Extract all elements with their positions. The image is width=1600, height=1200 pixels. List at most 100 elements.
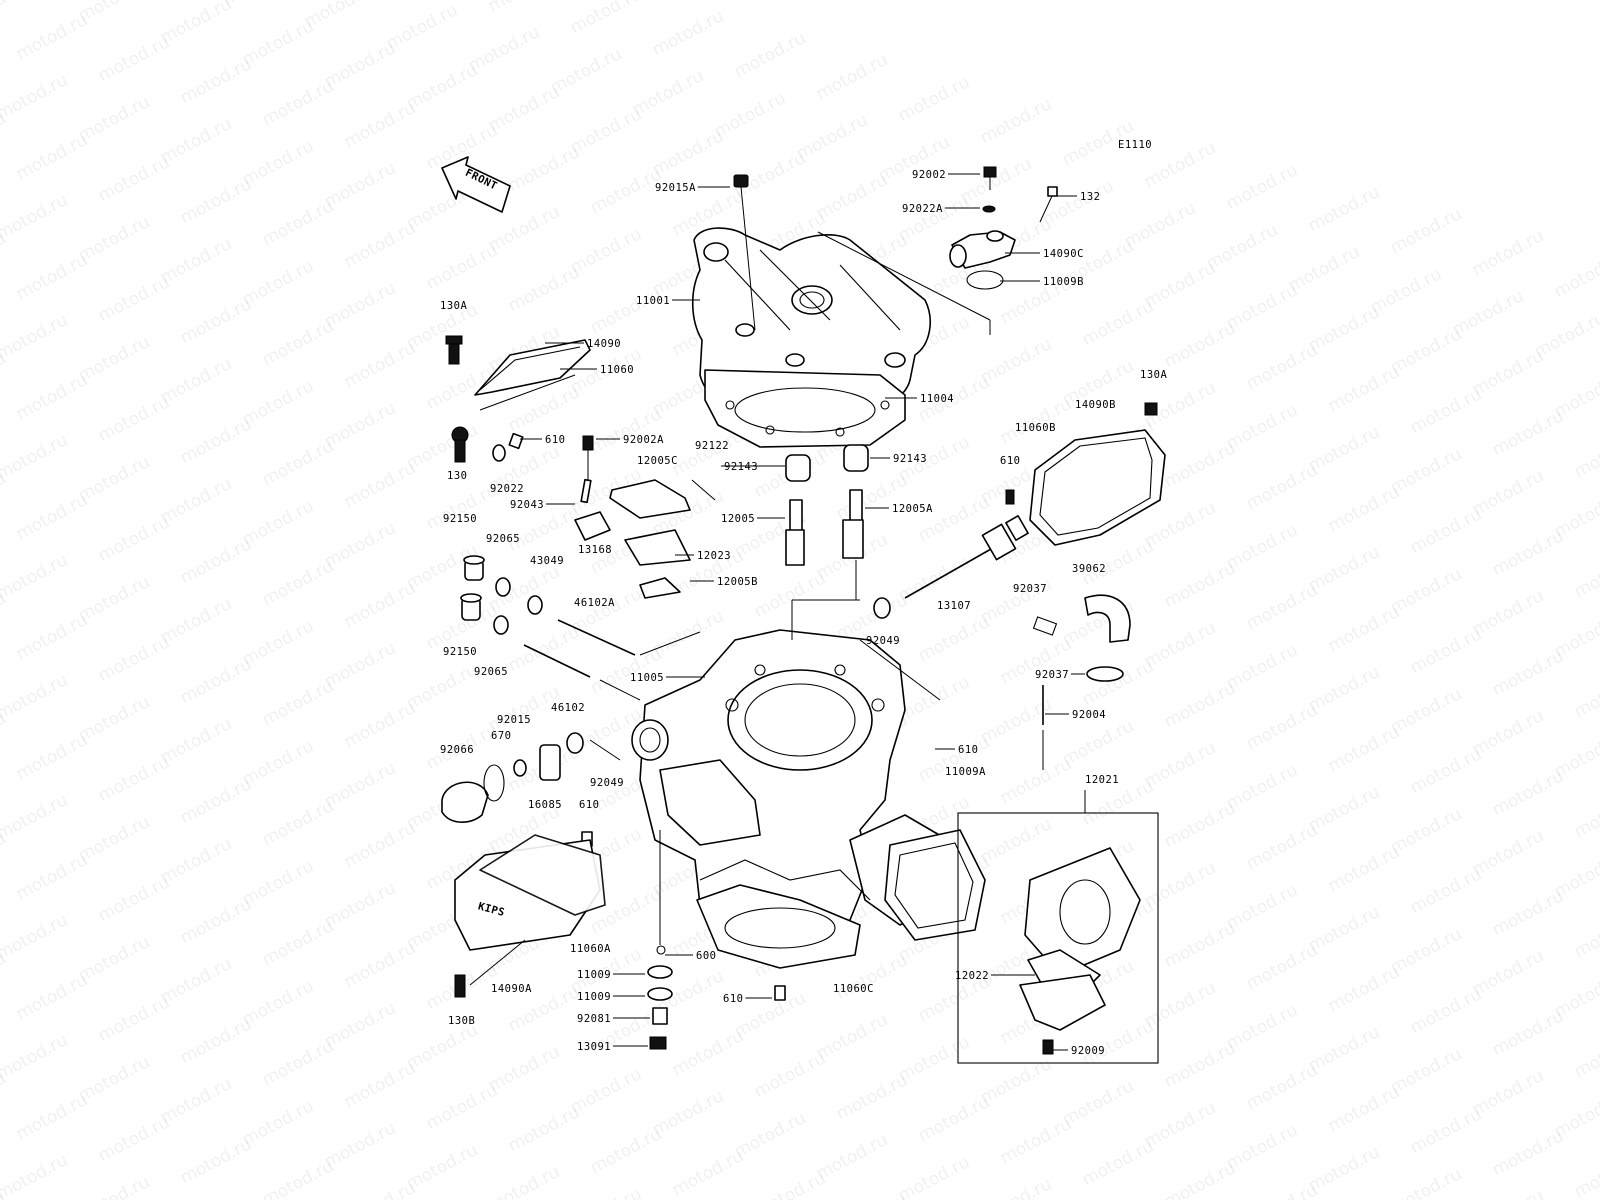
watermark-text: motod.ru	[1161, 918, 1239, 972]
watermark-text: motod.ru	[0, 670, 71, 724]
watermark-text: motod.ru	[649, 6, 727, 60]
watermark-text: motod.ru	[915, 612, 993, 666]
callout-670: 670	[491, 730, 511, 742]
watermark-text: motod.ru	[751, 1048, 829, 1102]
watermark-text: motod.ru	[751, 1168, 829, 1200]
callout-11009B: 11009B	[1043, 276, 1084, 288]
watermark-text: motod.ru	[239, 496, 317, 550]
watermark-text: motod.ru	[629, 66, 707, 120]
watermark-text: motod.ru	[239, 976, 317, 1030]
callout-12005A: 12005A	[892, 503, 933, 515]
watermark-text: motod.ru	[95, 872, 173, 926]
watermark-text: motod.ru	[1243, 460, 1321, 514]
watermark-text: motod.ru	[1387, 324, 1465, 378]
watermark-text: motod.ru	[895, 672, 973, 726]
watermark-text: motod.ru	[567, 224, 645, 278]
watermark-text: motod.ru	[341, 698, 419, 752]
watermark-text: motod.ru	[341, 818, 419, 872]
callout-92081: 92081	[577, 1013, 611, 1025]
watermark-text: motod.ru	[13, 10, 91, 64]
rods-46102	[523, 619, 701, 701]
watermark-text: motod.ru	[13, 850, 91, 904]
watermark-text: motod.ru	[915, 1092, 993, 1146]
watermark-text: motod.ru	[587, 404, 665, 458]
watermark-text: motod.ru	[1387, 204, 1465, 258]
watermark-text: motod.ru	[997, 1114, 1075, 1168]
watermark-text: motod.ru	[505, 262, 583, 316]
watermark-text: motod.ru	[1489, 646, 1567, 700]
watermark-text: motod.ru	[977, 1054, 1055, 1108]
watermark-text: motod.ru	[895, 552, 973, 606]
watermark-text: motod.ru	[1469, 586, 1547, 640]
watermark-text: motod.ru	[1141, 618, 1219, 672]
callout-92049-right: 92049	[866, 635, 900, 647]
watermark-text: motod.ru	[793, 110, 871, 164]
watermark-text: motod.ru	[1407, 384, 1485, 438]
watermark-text: motod.ru	[1489, 1126, 1567, 1180]
watermark-text: motod.ru	[157, 234, 235, 288]
watermark-text: motod.ru	[1305, 422, 1383, 476]
watermark-text: motod.ru	[1305, 662, 1383, 716]
watermark-text: motod.ru	[321, 278, 399, 332]
watermark-text: motod.ru	[239, 136, 317, 190]
callout-46102A: 46102A	[574, 597, 615, 609]
watermark-text: motod.ru	[259, 316, 337, 370]
watermark-text: motod.ru	[813, 1010, 891, 1064]
watermark-text: motod.ru	[1223, 280, 1301, 334]
watermark-text: motod.ru	[259, 76, 337, 130]
bottom-parts	[647, 830, 786, 1050]
watermark-text: motod.ru	[1305, 182, 1383, 236]
watermark-text: motod.ru	[1469, 466, 1547, 520]
watermark-text: motod.ru	[649, 1086, 727, 1140]
watermark-text: motod.ru	[731, 28, 809, 82]
watermark-text: motod.ru	[813, 50, 891, 104]
watermark-text: motod.ru	[1489, 766, 1567, 820]
watermark-text: motod.ru	[731, 1108, 809, 1162]
watermark-text: motod.ru	[1039, 176, 1117, 230]
watermark-text: motod.ru	[957, 154, 1035, 208]
watermark-text: motod.ru	[1223, 1000, 1301, 1054]
watermark-text: motod.ru	[1325, 722, 1403, 776]
watermark-text: motod.ru	[1571, 1028, 1600, 1082]
watermark-text: motod.ru	[587, 284, 665, 338]
callout-92022A: 92022A	[902, 203, 943, 215]
watermark-text: motod.ru	[813, 1130, 891, 1184]
watermark-text: motod.ru	[1223, 1120, 1301, 1174]
watermark-text: motod.ru	[895, 72, 973, 126]
watermark-text: motod.ru	[157, 954, 235, 1008]
watermark-text: motod.ru	[239, 376, 317, 430]
watermark-text: motod.ru	[321, 758, 399, 812]
watermark-text: motod.ru	[1387, 804, 1465, 858]
watermark-text: motod.ru	[1161, 678, 1239, 732]
watermark-text: motod.ru	[895, 1032, 973, 1086]
watermark-text: motod.ru	[403, 1020, 481, 1074]
watermark-text: motod.ru	[1243, 580, 1321, 634]
watermark-text: motod.ru	[977, 1174, 1055, 1200]
watermark-text: motod.ru	[1141, 858, 1219, 912]
watermark-text: motod.ru	[341, 98, 419, 152]
callout-610-left: 610	[579, 799, 599, 811]
watermark-text: motod.ru	[259, 916, 337, 970]
watermark-text: motod.ru	[75, 812, 153, 866]
watermark-text: motod.ru	[1223, 160, 1301, 214]
callout-11009-1: 11009	[577, 969, 611, 981]
caps-92143	[785, 444, 869, 482]
watermark-text: motod.ru	[1387, 444, 1465, 498]
callout-92015: 92015	[497, 714, 531, 726]
watermark-text: motod.ru	[1223, 640, 1301, 694]
watermark-text: motod.ru	[1141, 138, 1219, 192]
bolt-92015A	[733, 174, 756, 331]
small-parts-left	[451, 426, 716, 599]
watermark-text: motod.ru	[1079, 656, 1157, 710]
watermark-text: motod.ru	[669, 1146, 747, 1200]
watermark-text: motod.ru	[0, 1030, 71, 1084]
watermark-text: motod.ru	[95, 512, 173, 566]
watermark-text: motod.ru	[1223, 400, 1301, 454]
watermark-text: motod.ru	[157, 834, 235, 888]
watermark-text: motod.ru	[75, 1172, 153, 1200]
watermark-text: motod.ru	[1469, 826, 1547, 880]
watermark-text: motod.ru	[423, 1080, 501, 1134]
watermark-text: motod.ru	[0, 310, 71, 364]
watermark-text: motod.ru	[1489, 526, 1567, 580]
